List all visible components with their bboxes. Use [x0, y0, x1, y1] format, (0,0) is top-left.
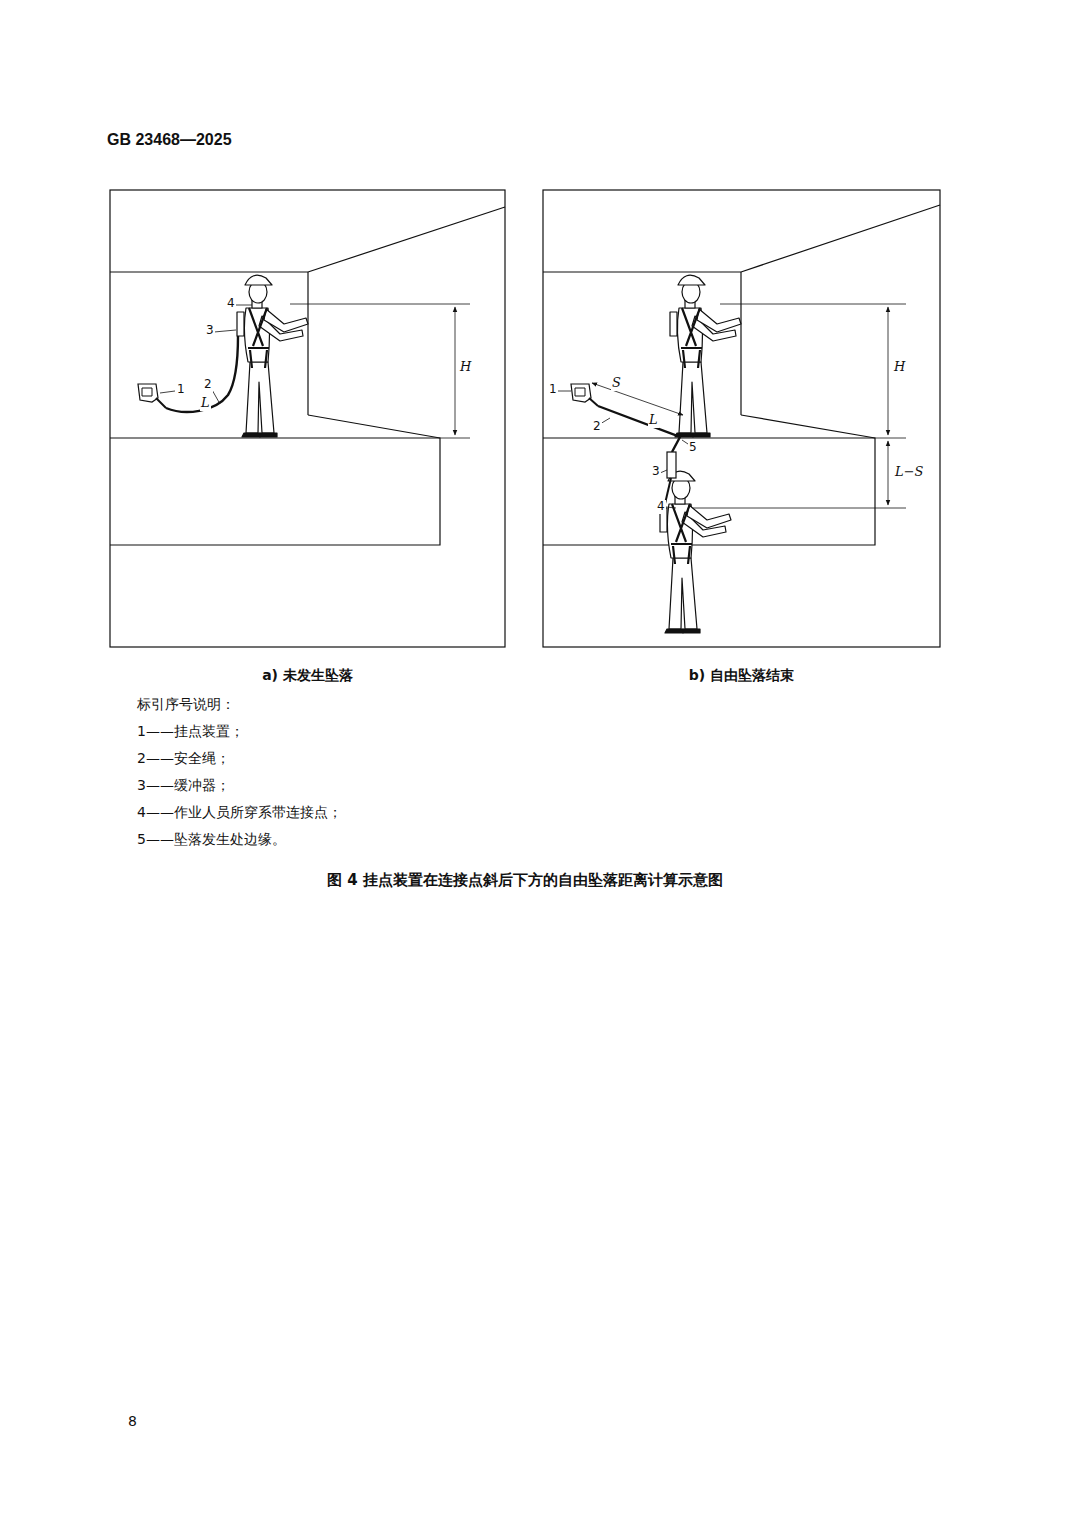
- page-number: 8: [128, 1413, 137, 1429]
- callout-number: 3: [651, 465, 661, 479]
- callout-number: 2: [203, 378, 213, 392]
- dimension-label: L: [200, 396, 211, 411]
- legend-entry: 3——缓冲器；: [137, 777, 230, 793]
- standard-number: GB 23468—2025: [107, 131, 232, 149]
- figure-caption: 图 4 挂点装置在连接点斜后下方的自由坠落距离计算示意图: [327, 871, 723, 890]
- legend-heading: 标引序号说明：: [137, 696, 235, 712]
- callout-number: 1: [176, 383, 186, 397]
- legend-entry: 4——作业人员所穿系带连接点；: [137, 804, 342, 820]
- legend-entry: 5——坠落发生处边缘。: [137, 831, 286, 847]
- callout-number: 1: [548, 383, 558, 397]
- callout-number: 4: [226, 297, 236, 311]
- legend-entry: 1——挂点装置；: [137, 723, 244, 739]
- dimension-label: L: [648, 413, 659, 428]
- dimension-label: H: [459, 360, 472, 375]
- figure-panel: a) 未发生坠落: [110, 190, 505, 690]
- panel-subcaption: b) 自由坠落结束: [543, 667, 940, 685]
- dimension-label: L−S: [894, 465, 924, 480]
- callout-number: 2: [592, 420, 602, 434]
- dimension-label: H: [893, 360, 906, 375]
- dimension-label: S: [611, 376, 622, 391]
- callout-number: 3: [205, 324, 215, 338]
- legend-entry: 2——安全绳；: [137, 750, 230, 766]
- callout-number: 4: [656, 500, 666, 514]
- figure-panel: b) 自由坠落结束: [543, 190, 940, 690]
- panel-subcaption: a) 未发生坠落: [110, 667, 505, 685]
- callout-number: 5: [688, 441, 698, 455]
